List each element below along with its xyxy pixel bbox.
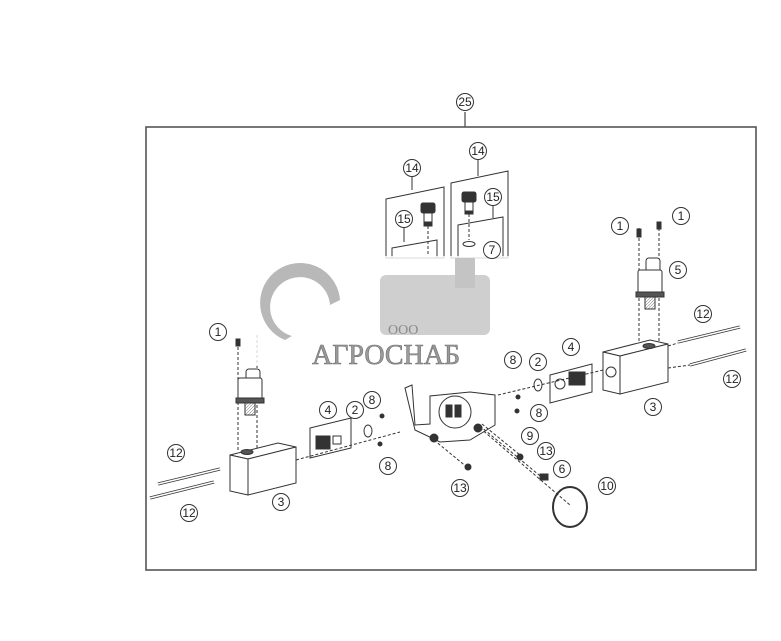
kit-14-right [450,160,509,259]
bolt-icon [149,467,221,500]
callout-1: 1 [611,217,629,235]
kit-14-left [385,177,445,259]
callout-label: 3 [278,495,285,509]
callout-label: 2 [352,403,359,417]
callout-label: 4 [325,403,332,417]
bolt-icon [677,325,747,367]
callout-label: 1 [215,325,222,339]
manifold-housing [377,384,571,506]
cartridge-icon [420,202,436,255]
callout-label: 13 [453,481,467,495]
callout-14: 14 [469,142,487,160]
callout-4: 4 [562,338,580,356]
callout-13: 13 [537,442,555,460]
callout-8: 8 [504,351,522,369]
callout-label: 9 [527,429,534,443]
callout-label: 12 [169,446,183,460]
o-ring-icon [552,486,588,528]
solenoid-icon [235,368,265,416]
callout-10: 10 [598,477,616,495]
callout-label: 25 [458,95,472,109]
callout-3: 3 [644,398,662,416]
valve-block-icon [229,442,297,496]
callout-7: 7 [483,241,501,259]
callout-label: 7 [489,243,496,257]
callout-9: 9 [521,427,539,445]
callout-label: 5 [675,263,682,277]
callout-label: 3 [650,400,657,414]
watermark: ООО АГРОСНАБ [245,256,535,371]
callout-14: 14 [403,159,421,177]
callout-5: 5 [669,261,687,279]
callout-12: 12 [723,370,741,388]
callout-label: 2 [535,355,542,369]
callout-8: 8 [379,457,397,475]
callout-12: 12 [180,504,198,522]
callout-label: 15 [397,212,411,226]
watermark-prefix: ООО [388,323,418,338]
spring-kit-right [497,363,604,404]
callout-25: 25 [456,93,474,111]
callout-label: 1 [617,219,624,233]
callout-label: 15 [486,190,500,204]
callout-13: 13 [451,479,469,497]
left-valve-assembly [149,335,297,500]
callout-1: 1 [209,323,227,341]
callout-3: 3 [272,493,290,511]
callout-label: 14 [405,161,419,175]
callout-label: 13 [539,444,553,458]
assembly-frame [145,112,757,571]
callout-label: 1 [678,209,685,223]
callout-label: 12 [725,372,739,386]
callout-label: 12 [182,506,196,520]
callout-label: 8 [385,459,392,473]
valve-block-icon [602,339,669,395]
solenoid-icon [635,257,665,310]
callout-label: 10 [600,479,614,493]
callout-12: 12 [694,305,712,323]
callout-12: 12 [167,444,185,462]
cartridge-icon [461,191,477,247]
callout-2: 2 [346,401,364,419]
right-valve-assembly [602,221,747,395]
callout-15: 15 [395,210,413,228]
callout-8: 8 [363,391,381,409]
callout-label: 4 [568,340,575,354]
callout-4: 4 [319,401,337,419]
watermark-name: АГРОСНАБ [312,340,460,371]
callout-1: 1 [672,207,690,225]
callout-label: 6 [559,462,566,476]
callout-label: 8 [510,353,517,367]
callout-label: 14 [471,144,485,158]
callout-label: 12 [696,307,710,321]
callout-label: 8 [369,393,376,407]
callout-6: 6 [553,460,571,478]
callout-15: 15 [484,188,502,206]
spring-kit-left [295,417,401,461]
callout-8: 8 [530,404,548,422]
callout-2: 2 [529,353,547,371]
callout-label: 8 [536,406,543,420]
